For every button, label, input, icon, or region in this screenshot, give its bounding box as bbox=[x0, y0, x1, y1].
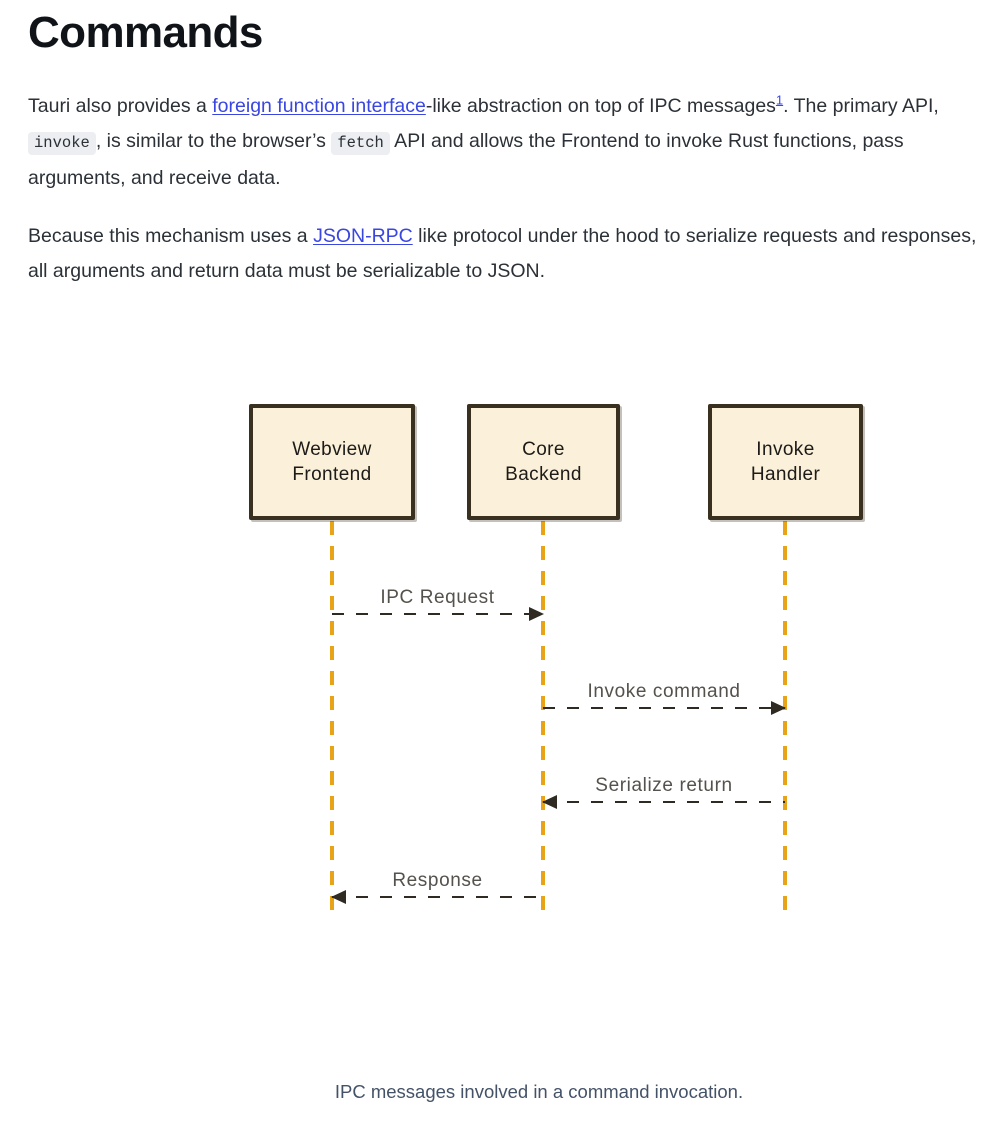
code-fetch: fetch bbox=[331, 131, 390, 155]
lifeline-handler bbox=[783, 446, 787, 914]
foreign-function-interface-link[interactable]: foreign function interface bbox=[212, 94, 426, 117]
paragraph1-text-1: Tauri also provides a bbox=[28, 94, 213, 117]
message-ipc-request-label: IPC Request bbox=[373, 587, 502, 609]
serialization-paragraph: Because this mechanism uses a JSON-RPC l… bbox=[28, 219, 980, 289]
paragraph2-text-1: Because this mechanism uses a bbox=[28, 224, 314, 247]
arrowhead-right-icon bbox=[771, 701, 786, 715]
message-invoke-command: Invoke command bbox=[543, 681, 786, 715]
paragraph1-text-3: . The primary API, bbox=[783, 94, 939, 117]
message-invoke-command-label: Invoke command bbox=[580, 681, 748, 703]
paragraph1-text-2: -like abstraction on top of IPC messages bbox=[425, 94, 776, 117]
paragraph1-text-4: , is similar to the browser’s bbox=[95, 129, 332, 152]
footnote-reference: 1 bbox=[776, 92, 783, 107]
code-invoke: invoke bbox=[28, 131, 96, 155]
participant-webview-line2: Frontend bbox=[292, 464, 372, 485]
json-rpc-link[interactable]: JSON-RPC bbox=[313, 224, 413, 247]
message-ipc-request: IPC Request bbox=[332, 587, 544, 621]
message-serialize-return: Serialize return bbox=[542, 775, 785, 809]
paragraph1-text-5: API and allows the Frontend to invoke Ru… bbox=[28, 129, 904, 189]
participant-handler-line2: Handler bbox=[750, 464, 821, 485]
lifeline-core bbox=[541, 446, 545, 914]
message-serialize-return-label: Serialize return bbox=[588, 775, 740, 797]
footnote-link-1[interactable]: 1 bbox=[775, 92, 784, 108]
participant-core-line2: Backend bbox=[505, 464, 582, 485]
message-response-label: Response bbox=[385, 870, 490, 892]
arrowhead-left-icon bbox=[542, 795, 557, 809]
page-title: Commands bbox=[28, 8, 263, 57]
message-response: Response bbox=[331, 870, 543, 904]
intro-paragraph: Tauri also provides a foreign function i… bbox=[28, 89, 980, 196]
arrowhead-right-icon bbox=[529, 607, 544, 621]
participant-webview-line1: Webview bbox=[292, 439, 372, 460]
paragraph2-text-2: like protocol under the hood to serializ… bbox=[28, 224, 977, 282]
arrowhead-left-icon bbox=[331, 890, 346, 904]
participant-handler-line1: Invoke bbox=[756, 439, 815, 460]
document-body: Commands Tauri also provides a foreign f… bbox=[28, 0, 980, 289]
diagram-caption: IPC messages involved in a command invoc… bbox=[334, 1081, 744, 1102]
participant-core-line1: Core bbox=[522, 439, 565, 460]
lifeline-webview bbox=[330, 446, 334, 914]
